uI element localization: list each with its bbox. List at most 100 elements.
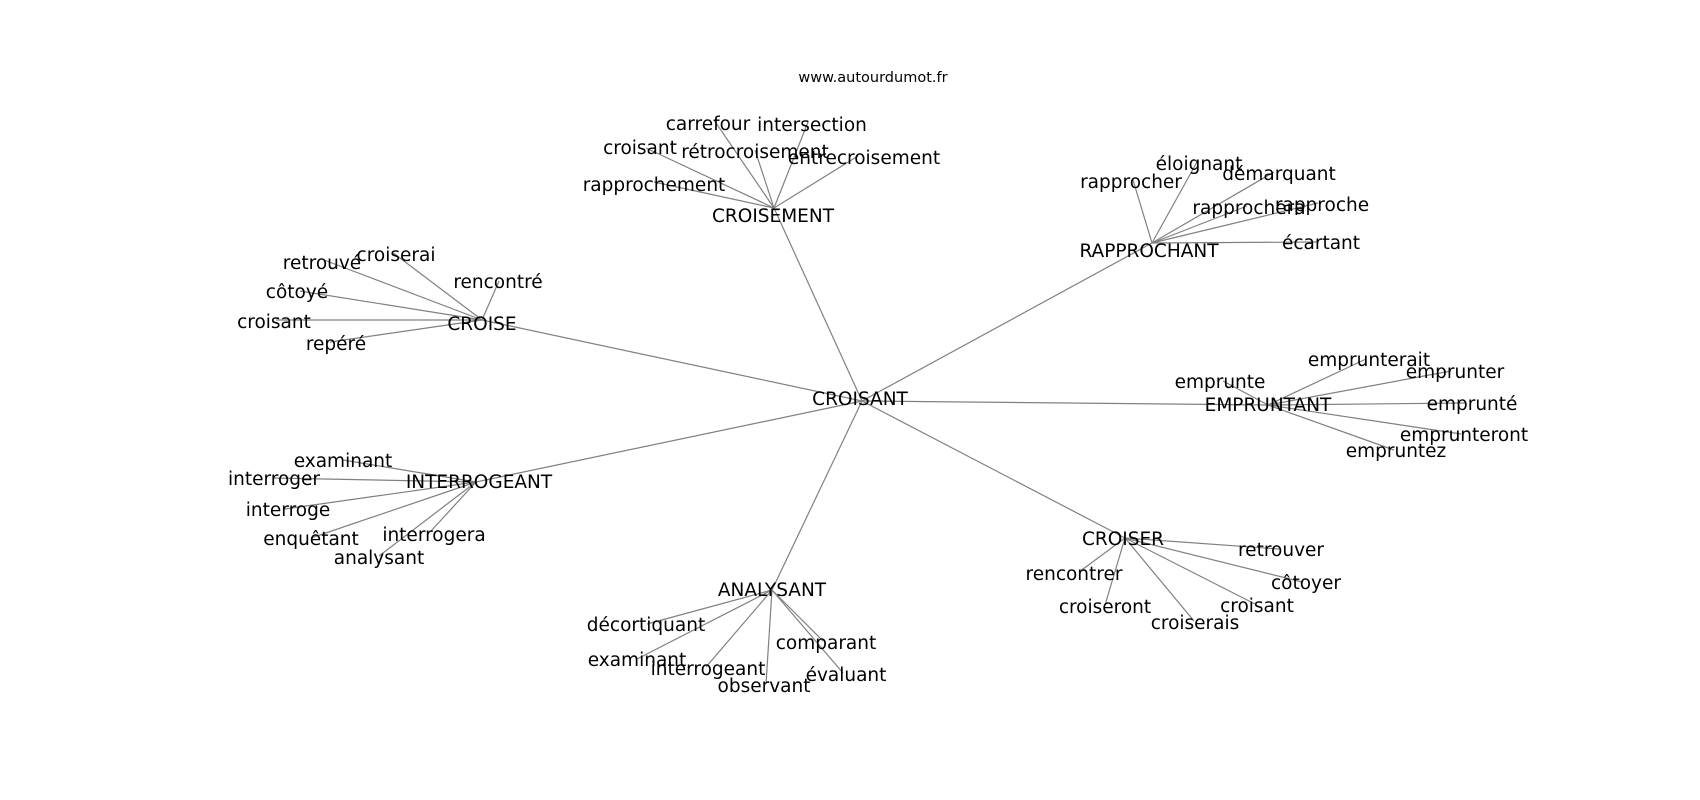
leaf-label[interactable]: interroger (228, 469, 320, 490)
hub-leaf-edge (329, 319, 483, 343)
leaf-label[interactable]: rapprocher (1080, 172, 1182, 193)
hub-leaf-edge (1132, 179, 1153, 244)
hub-label-analysant[interactable]: ANALYSANT (718, 580, 827, 601)
leaf-label[interactable]: décortiquant (587, 615, 705, 636)
hub-leaf-edge (646, 589, 773, 625)
leaf-label[interactable]: examinant (588, 650, 687, 671)
hub-leaf-edge (1124, 537, 1195, 622)
hub-leaf-edge (1151, 241, 1319, 244)
hub-leaf-edge (653, 181, 775, 209)
leaf-label[interactable]: emprunté (1427, 394, 1518, 415)
hub-leaf-edge (299, 290, 483, 321)
center-hub-edge (475, 400, 863, 483)
hub-label-croise[interactable]: CROISE (447, 314, 516, 335)
center-hub-edge (481, 319, 863, 402)
leaf-label[interactable]: retrouver (1238, 540, 1324, 561)
leaf-label[interactable]: croiseront (1059, 597, 1151, 618)
leaf-label[interactable]: carrefour (666, 114, 751, 135)
leaf-label[interactable]: emprunter (1406, 362, 1505, 383)
hub-leaf-edge (342, 459, 477, 483)
leaf-label[interactable]: croiserais (1151, 613, 1240, 634)
leaf-label[interactable]: retrouvé (283, 253, 361, 274)
hub-leaf-edge (713, 119, 775, 209)
leaf-label[interactable]: rencontrer (1026, 564, 1123, 585)
leaf-label[interactable]: croiserai (357, 245, 436, 266)
hub-label-croisement[interactable]: CROISEMENT (712, 206, 835, 227)
leaf-label[interactable]: emprunte (1175, 372, 1266, 393)
leaf-label[interactable]: côtoyé (266, 282, 328, 303)
hub-leaf-edge (773, 121, 809, 209)
leaf-label[interactable]: emprunterait (1308, 350, 1430, 371)
leaf-label[interactable]: rapproche (1275, 195, 1369, 216)
leaf-label[interactable]: côtoyer (1271, 573, 1341, 594)
leaf-label[interactable]: comparant (776, 633, 877, 654)
hub-label-interrogeant[interactable]: INTERROGEANT (406, 472, 553, 493)
center-hub-edge (861, 400, 1126, 539)
hub-leaf-edge (430, 481, 477, 532)
hub-leaf-edge (1267, 358, 1367, 406)
leaf-label[interactable]: écartant (1282, 233, 1360, 254)
leaf-label[interactable]: enquêtant (263, 529, 359, 550)
hub-leaf-edge (1078, 537, 1126, 573)
hub-label-croiser[interactable]: CROISER (1082, 529, 1164, 550)
hub-leaf-edge (323, 259, 483, 321)
hub-leaf-edge (1267, 404, 1395, 451)
graph-edges (272, 119, 1467, 685)
hub-leaf-edge (1267, 402, 1467, 406)
hub-leaf-edge (754, 149, 775, 209)
leaf-label[interactable]: éloignant (1156, 154, 1243, 175)
center-node-label[interactable]: CROISANT (812, 389, 908, 410)
center-hub-edge (773, 207, 863, 402)
hub-leaf-edge (1124, 537, 1303, 583)
hub-leaf-edge (645, 147, 775, 209)
leaf-label[interactable]: démarquant (1222, 164, 1336, 185)
leaf-label[interactable]: intersection (757, 115, 867, 136)
leaf-label[interactable]: interroge (246, 500, 330, 521)
hub-leaf-edge (1151, 171, 1275, 244)
hub-leaf-edge (1222, 380, 1269, 406)
leaf-label[interactable]: emprunteront (1400, 425, 1528, 446)
hub-leaf-edge (1124, 537, 1280, 550)
hub-leaf-edge (1104, 537, 1126, 606)
hub-leaf-edge (1151, 205, 1248, 244)
hub-leaf-edge (481, 280, 500, 321)
hub-leaf-edge (272, 477, 477, 483)
hub-leaf-edge (771, 589, 824, 642)
leaf-label[interactable]: croisant (1220, 596, 1294, 617)
leaf-label[interactable]: interrogeant (651, 659, 766, 680)
hub-leaf-edge (391, 251, 483, 321)
hub-leaf-edge (771, 589, 844, 674)
leaf-label[interactable]: examinant (294, 451, 393, 472)
hub-leaf-edge (705, 589, 773, 668)
hub-leaf-edge (1124, 537, 1256, 605)
hub-leaf-edge (765, 589, 773, 685)
leaf-label[interactable]: empruntez (1346, 441, 1447, 462)
hub-leaf-edge (1267, 404, 1462, 435)
leaf-label[interactable]: évaluant (806, 665, 887, 686)
leaf-label[interactable]: repéré (306, 334, 366, 355)
hub-leaf-edge (284, 481, 477, 510)
center-hub-edge (861, 400, 1269, 406)
leaf-label[interactable]: observant (718, 676, 811, 697)
hub-leaf-edge (636, 589, 773, 660)
hub-label-rapprochant[interactable]: RAPPROCHANT (1079, 241, 1219, 262)
site-url: www.autourdumot.fr (798, 70, 947, 86)
leaf-label[interactable]: rétrocroisement (681, 142, 829, 163)
hub-leaf-edge (1151, 202, 1319, 244)
hub-leaf-edge (1267, 370, 1452, 406)
hub-leaf-edge (310, 481, 477, 539)
leaf-label[interactable]: croisant (237, 312, 311, 333)
leaf-label[interactable]: entrecroisement (788, 148, 940, 169)
leaf-label[interactable]: croisant (603, 138, 677, 159)
leaf-label[interactable]: rapprochement (583, 175, 726, 196)
leaf-label[interactable]: rapprochera (1192, 198, 1305, 219)
center-hub-edge (861, 242, 1153, 402)
hub-label-empruntant[interactable]: EMPRUNTANT (1205, 395, 1332, 416)
hub-leaf-edge (1151, 161, 1198, 244)
center-hub-edge (771, 400, 863, 591)
hub-leaf-edge (378, 481, 477, 557)
leaf-label[interactable]: rencontré (453, 272, 542, 293)
leaf-label[interactable]: analysant (334, 548, 424, 569)
leaf-label[interactable]: interrogera (382, 525, 485, 546)
